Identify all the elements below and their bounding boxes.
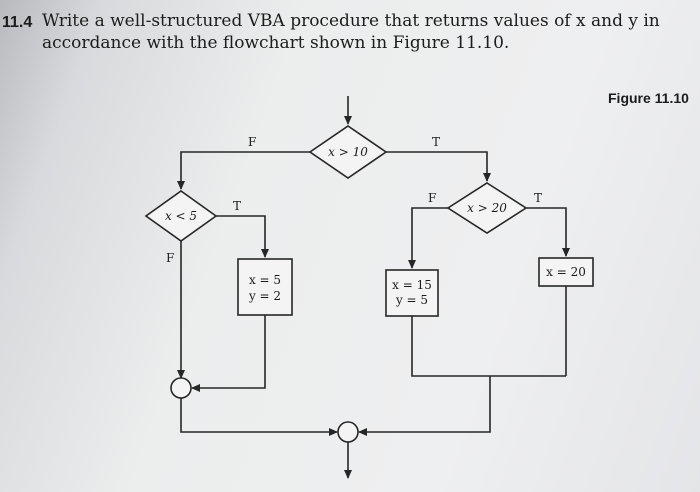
process-2-out-line bbox=[411, 316, 566, 377]
process-1-out-line bbox=[191, 315, 266, 392]
d3-false-line bbox=[408, 207, 448, 269]
decision-x-greater-20 bbox=[446, 182, 528, 234]
d1-true-label: T bbox=[432, 135, 440, 149]
left-merge-connector bbox=[170, 377, 192, 399]
left-merge-out-line bbox=[180, 398, 338, 436]
d3-true-label: T bbox=[534, 191, 542, 205]
process-3-line-1: x = 20 bbox=[546, 265, 586, 279]
d1-false-label: F bbox=[248, 135, 256, 149]
right-merge-out-line bbox=[358, 376, 491, 436]
d2-true-line bbox=[216, 215, 269, 258]
d1-false-line bbox=[177, 151, 310, 190]
process-2-line-2: y = 5 bbox=[395, 293, 428, 307]
decision-1-label: x > 10 bbox=[328, 145, 368, 159]
d3-true-line bbox=[526, 207, 570, 257]
decision-2-label: x < 5 bbox=[165, 209, 197, 223]
final-merge-connector bbox=[337, 421, 359, 443]
problem-text-line-1: Write a well-structured VBA procedure th… bbox=[42, 11, 660, 31]
problem-text-line-2: accordance with the flowchart shown in F… bbox=[42, 33, 510, 53]
process-1-line-2: y = 2 bbox=[248, 289, 281, 303]
d1-true-line bbox=[386, 151, 491, 182]
decision-x-greater-10 bbox=[308, 125, 388, 179]
process-x20 bbox=[538, 257, 594, 287]
problem-number: 11.4 bbox=[2, 14, 33, 31]
process-x15-y5 bbox=[385, 269, 439, 317]
process-2-line-1: x = 15 bbox=[392, 278, 432, 292]
d2-false-label: F bbox=[166, 251, 174, 265]
d2-true-label: T bbox=[233, 199, 241, 213]
process-x5-y2 bbox=[237, 258, 293, 316]
d3-false-label: F bbox=[428, 191, 436, 205]
problem-statement: Write a well-structured VBA procedure th… bbox=[42, 10, 662, 54]
figure-label: Figure 11.10 bbox=[608, 90, 689, 106]
decision-3-label: x > 20 bbox=[467, 201, 507, 215]
process-1-line-1: x = 5 bbox=[249, 273, 281, 287]
